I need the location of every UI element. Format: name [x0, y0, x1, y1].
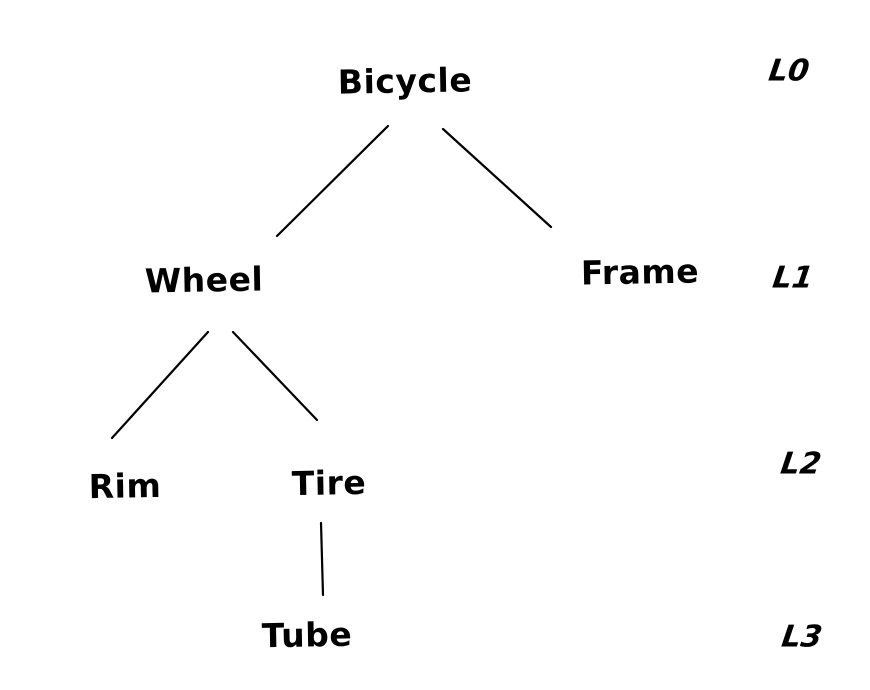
edge-bicycle-frame [441, 127, 553, 229]
node-tube: Tube [261, 614, 353, 656]
edge-tire-tube [319, 521, 325, 597]
node-tire: Tire [291, 462, 367, 504]
level-label-l2: L2 [778, 446, 824, 482]
edge-wheel-tire [231, 330, 319, 422]
node-rim: Rim [88, 465, 162, 507]
level-label-l0: L0 [766, 53, 812, 89]
level-label-l1: L1 [770, 260, 816, 296]
edge-wheel-rim [110, 330, 210, 440]
node-bicycle: Bicycle [337, 60, 473, 102]
node-wheel: Wheel [144, 259, 264, 301]
edge-bicycle-wheel [275, 124, 390, 238]
level-label-l3: L3 [779, 619, 825, 655]
node-frame: Frame [580, 251, 700, 293]
